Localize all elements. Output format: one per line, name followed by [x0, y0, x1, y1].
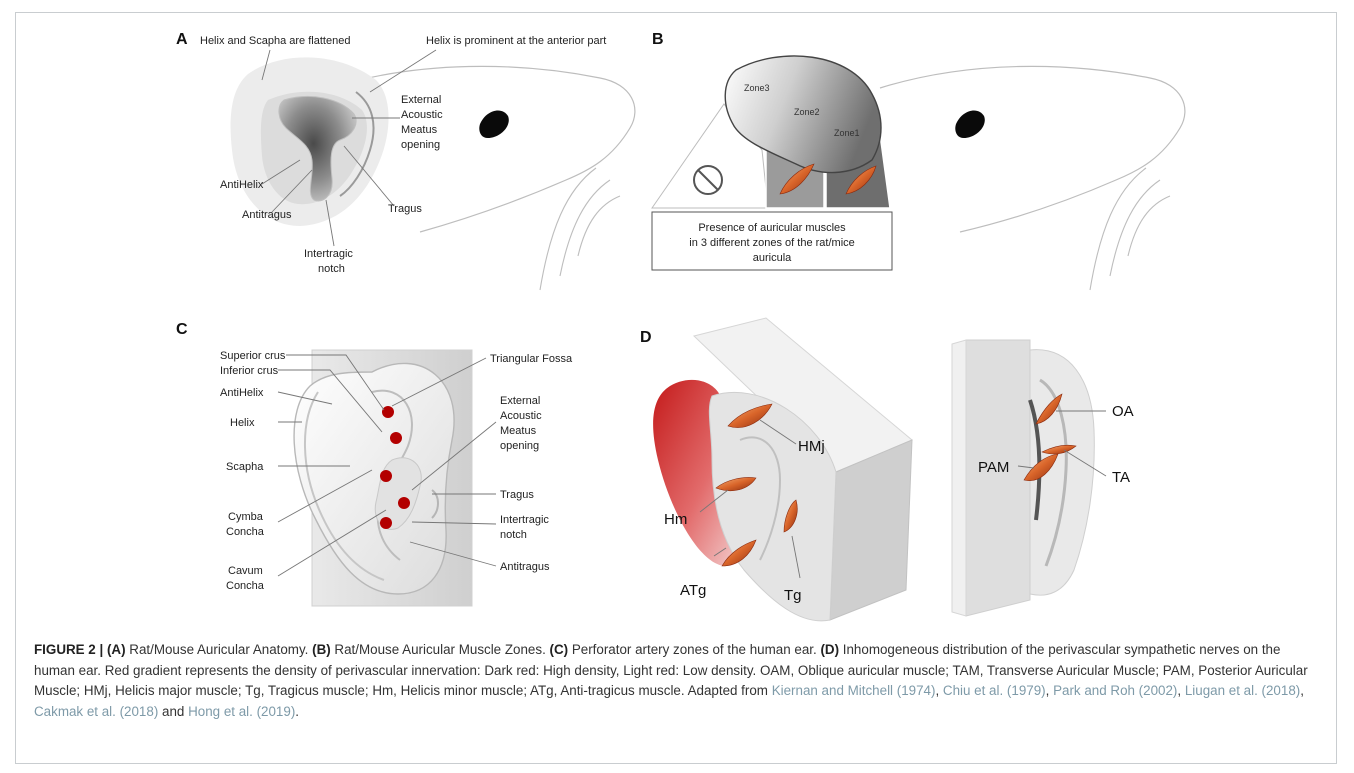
caption-a-tag: (A) [107, 642, 126, 657]
zones-info-line3: auricula [753, 252, 792, 264]
antitragus-label-c: Antitragus [500, 561, 550, 573]
rat-whisker-b3 [1128, 196, 1170, 256]
panel-a-antihelix-label: AntiHelix [220, 179, 264, 191]
intertragic-label-c-1: Intertragic [500, 514, 549, 526]
pam-label: PAM [978, 459, 1009, 476]
figure-illustration: A Helix and Scapha are flattened Helix i… [0, 0, 1354, 640]
caption-sep: , [1177, 683, 1184, 698]
superior-crus-label: Superior crus [220, 350, 286, 362]
panel-a-tragus-label: Tragus [388, 203, 422, 215]
rat-eye-b [955, 110, 985, 138]
zone3-label: Zone3 [744, 83, 770, 93]
panel-b-letter: B [652, 31, 664, 48]
d-right-block-front [966, 340, 1030, 616]
caption-and: and [158, 704, 188, 719]
perforator-dot-2 [390, 432, 402, 444]
citation-link-kiernan[interactable]: Kiernan and Mitchell (1974) [772, 683, 936, 698]
panel-a-helix-anterior-label: Helix is prominent at the anterior part [426, 35, 606, 47]
perforator-dot-3 [380, 470, 392, 482]
panel-c-letter: C [176, 321, 188, 338]
caption-c-tag: (C) [550, 642, 569, 657]
panel-a-eam-label-2: Acoustic [401, 109, 443, 121]
eam-label-c-3: Meatus [500, 425, 537, 437]
tragus-label-c: Tragus [500, 489, 534, 501]
rat-whisker-a2 [560, 180, 610, 276]
panel-a-eam-label-1: External [401, 94, 441, 106]
perforator-dot-5 [380, 517, 392, 529]
panel-c: C Superior crus Inferior crus AntiHelix [176, 321, 573, 606]
rat-head-outline-b [880, 66, 1185, 232]
citation-link-park[interactable]: Park and Roh (2002) [1053, 683, 1177, 698]
caption-sep: , [1046, 683, 1053, 698]
panel-a-intertragic-label-2: notch [318, 263, 345, 275]
eam-label-c-1: External [500, 395, 540, 407]
perforator-dot-4 [398, 497, 410, 509]
cymba-label-1: Cymba [228, 511, 264, 523]
zones-info-line2: in 3 different zones of the rat/mice [689, 237, 855, 249]
scapha-label-c: Scapha [226, 461, 264, 473]
caption-c-text: Perforator artery zones of the human ear… [568, 642, 820, 657]
cavum-label-1: Cavum [228, 565, 263, 577]
cymba-label-2: Concha [226, 526, 265, 538]
ta-label: TA [1112, 469, 1130, 486]
hm-label: Hm [664, 511, 687, 528]
helix-label-c: Helix [230, 417, 255, 429]
eam-label-c-4: opening [500, 440, 539, 452]
citation-link-cakmak[interactable]: Cakmak et al. (2018) [34, 704, 158, 719]
panel-a-title: Helix and Scapha are flattened [200, 35, 350, 47]
panel-a-intertragic-label-1: Intertragic [304, 248, 353, 260]
figure-caption: FIGURE 2 | (A) Rat/Mouse Auricular Anato… [34, 640, 1324, 722]
panel-d: D HMj Hm ATg Tg OA PAM T [640, 318, 1134, 621]
caption-d-tag: (D) [820, 642, 839, 657]
tg-label: Tg [784, 587, 802, 604]
cavum-label-2: Concha [226, 580, 265, 592]
caption-b-tag: (B) [312, 642, 331, 657]
panel-d-letter: D [640, 329, 652, 346]
d-right-block-side [952, 340, 966, 616]
hmj-label: HMj [798, 438, 825, 455]
perforator-dot-1 [382, 406, 394, 418]
caption-b-text: Rat/Mouse Auricular Muscle Zones. [331, 642, 550, 657]
caption-a-text: Rat/Mouse Auricular Anatomy. [126, 642, 313, 657]
antihelix-label-c: AntiHelix [220, 387, 264, 399]
panel-a-eam-label-4: opening [401, 139, 440, 151]
caption-sep: , [1300, 683, 1304, 698]
citation-link-hong[interactable]: Hong et al. (2019) [188, 704, 295, 719]
panel-b: B Zone3 Zone2 Zone1 Presence of auricula… [652, 31, 1185, 290]
caption-figure-label: FIGURE 2 | [34, 642, 107, 657]
zones-info-line1: Presence of auricular muscles [698, 222, 846, 234]
inferior-crus-label: Inferior crus [220, 365, 279, 377]
caption-end: . [295, 704, 299, 719]
atg-label: ATg [680, 582, 706, 599]
panel-a-antitragus-label: Antitragus [242, 209, 292, 221]
caption-sep: , [935, 683, 942, 698]
citation-link-liugan[interactable]: Liugan et al. (2018) [1185, 683, 1300, 698]
zone2-label: Zone2 [794, 107, 820, 117]
panel-a: A Helix and Scapha are flattened Helix i… [176, 31, 635, 290]
rat-eye-a [479, 110, 509, 138]
triangular-fossa-label: Triangular Fossa [490, 353, 573, 365]
eam-label-c-2: Acoustic [500, 410, 542, 422]
panel-a-letter: A [176, 31, 188, 48]
panel-a-eam-label-3: Meatus [401, 124, 438, 136]
citation-link-chiu[interactable]: Chiu et al. (1979) [943, 683, 1046, 698]
zone1-label: Zone1 [834, 128, 860, 138]
oa-label: OA [1112, 403, 1134, 420]
rat-whisker-a3 [578, 196, 620, 256]
rat-whisker-b2 [1110, 180, 1160, 276]
intertragic-label-c-2: notch [500, 529, 527, 541]
